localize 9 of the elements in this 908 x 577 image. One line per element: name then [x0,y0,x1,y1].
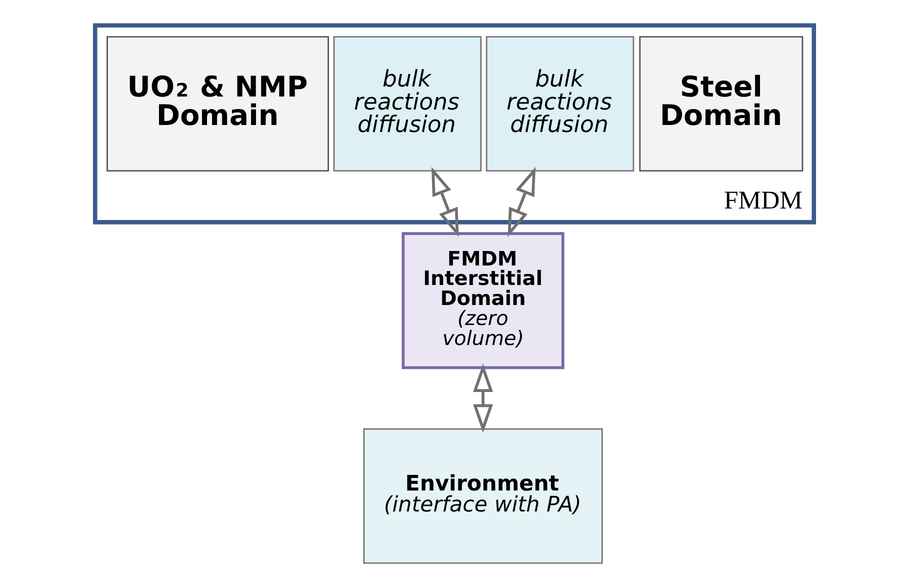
node-box: Environment (interface with PA) [362,428,602,564]
arrow [472,363,493,433]
arrow [507,166,536,237]
node-box: FMDM Interstitial Domain (zero volume) [401,232,564,370]
arrow [430,166,458,237]
node-box: UO2 & NMP Domain [106,36,328,172]
node-box: bulk reactions diffusion [485,36,634,172]
node-box: bulk reactions diffusion [332,36,482,172]
node-box: Steel Domain [638,36,803,172]
